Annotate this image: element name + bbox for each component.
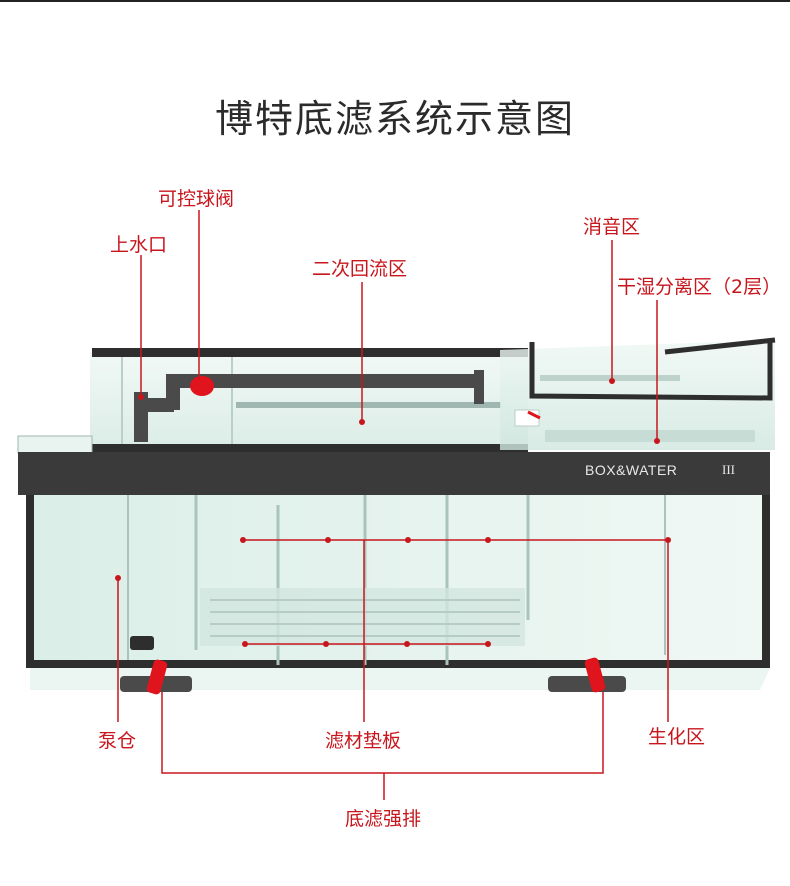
upper-tank [17, 348, 528, 454]
label-ball-valve: 可控球阀 [158, 188, 235, 210]
label-filter-plate: 滤材垫板 [325, 730, 402, 752]
cabinet-band [18, 452, 770, 495]
dry-wet-tray [545, 430, 755, 442]
pump-intake [130, 636, 154, 650]
label-secondary-return: 二次回流区 [312, 258, 408, 280]
label-water-inlet: 上水口 [110, 234, 168, 256]
label-silencer: 消音区 [583, 216, 641, 238]
top-border [0, 0, 790, 2]
label-dry-wet-zone: 干湿分离区（2层） [617, 276, 782, 298]
silencer-tray [540, 375, 680, 381]
diagram-title: 博特底滤系统示意图 [214, 97, 575, 141]
leader-dots [115, 378, 671, 647]
bottom-drain-right [548, 657, 626, 693]
filter-plate [200, 588, 525, 646]
brand-logo: BOX&WATER [585, 462, 678, 478]
label-bio-zone: 生化区 [648, 726, 706, 748]
leader-lines [117, 210, 669, 800]
label-pump-chamber: 泵仓 [98, 730, 137, 752]
upper-right-compartment [500, 337, 776, 450]
inlet-pipe [134, 370, 484, 442]
return-shelf [236, 402, 501, 408]
model-mark: III [722, 462, 735, 477]
sump-tank [26, 495, 770, 690]
label-bottom-drain: 底滤强排 [345, 808, 422, 830]
bottom-drain-left [120, 659, 192, 695]
upper-tank-rim [92, 348, 528, 357]
ball-valve-icon [190, 376, 214, 396]
